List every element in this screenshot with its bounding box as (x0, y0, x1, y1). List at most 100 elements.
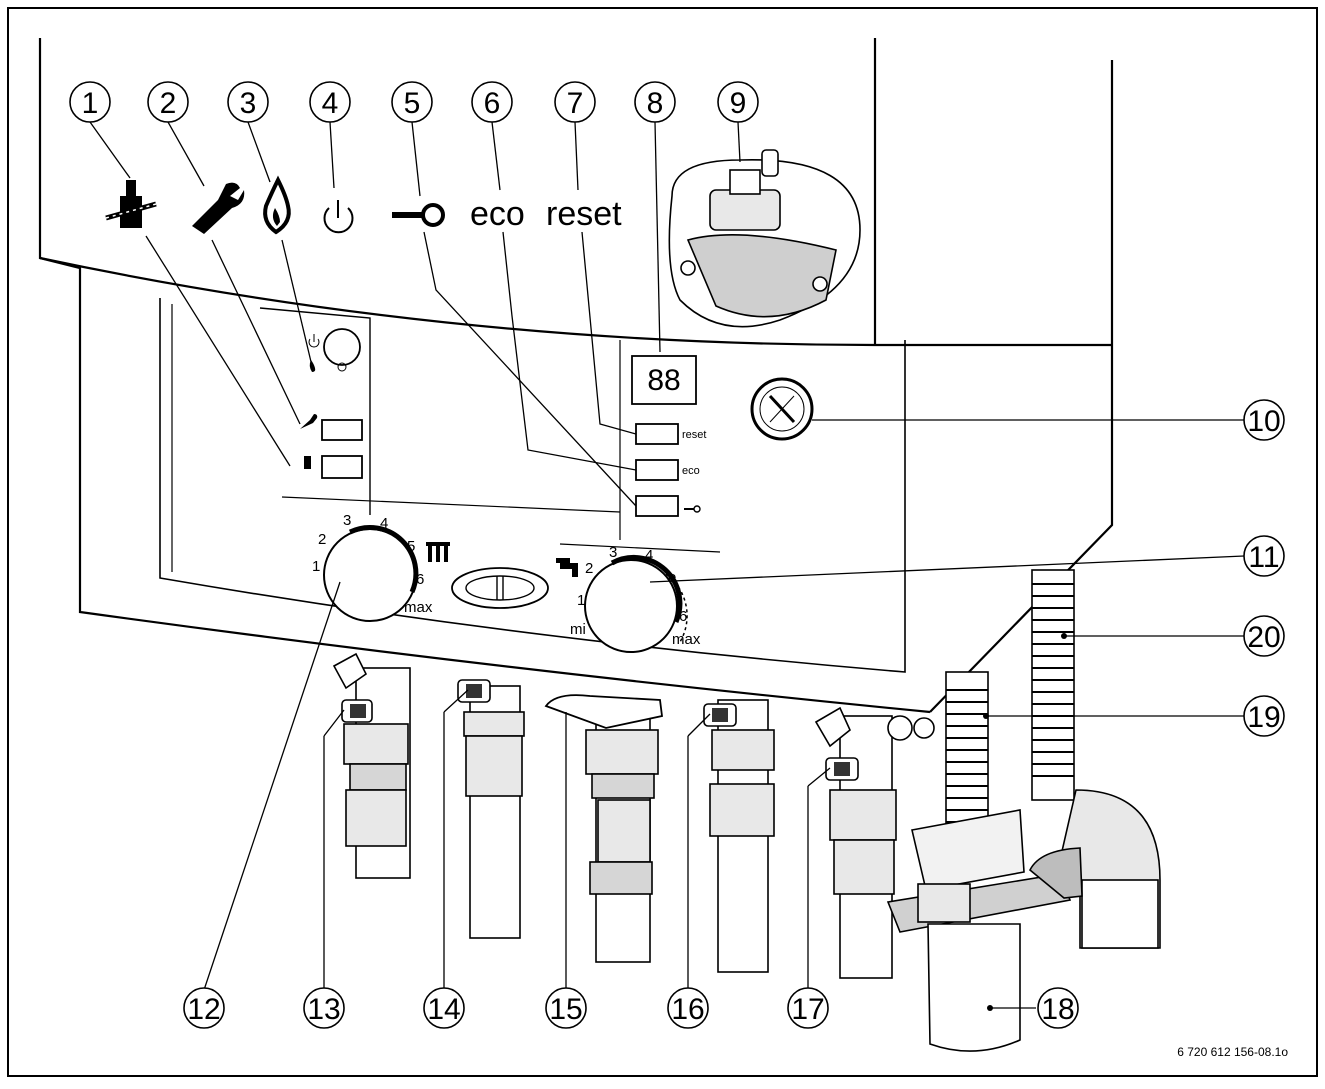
svg-text:17: 17 (791, 993, 824, 1026)
heating-tick-max: max (404, 599, 433, 616)
svg-text:9: 9 (730, 87, 747, 120)
key-icon-small (684, 505, 701, 513)
diagnostic-cover (451, 567, 549, 609)
heating-tick-5: 5 (407, 538, 415, 555)
heating-tick-3: 3 (343, 512, 351, 529)
tap-icon (556, 558, 578, 577)
water-tick-max: max (672, 631, 701, 648)
pipe-heating-return (814, 706, 897, 979)
water-tick-3: 3 (609, 544, 617, 561)
frame (7, 7, 1318, 1077)
valve-17[interactable] (825, 757, 859, 781)
water-tick-4: 4 (645, 547, 653, 564)
chimney-sweep-button[interactable] (321, 455, 363, 479)
wrench-icon-small (300, 414, 318, 429)
heating-tick-4: 4 (380, 515, 388, 532)
pressure-gauge-icon (750, 377, 814, 441)
callout-17: 17 (787, 987, 829, 1029)
svg-text:13: 13 (307, 993, 340, 1026)
water-tick-6: 6 (679, 608, 687, 625)
svg-text:2: 2 (160, 87, 177, 120)
svg-text:7: 7 (567, 87, 584, 120)
callout-15: 15 (545, 987, 587, 1029)
svg-text:16: 16 (671, 993, 704, 1026)
callout-6: 6 (471, 81, 513, 123)
reset-button[interactable] (635, 423, 679, 445)
callout-19-dot (983, 713, 989, 719)
service-button[interactable] (321, 419, 363, 441)
figure-code: 6 720 612 156-08.1o (1177, 1045, 1288, 1059)
siphon-elbow (887, 715, 1161, 949)
key-icon (392, 203, 445, 227)
valve-14[interactable] (457, 679, 491, 703)
callout-18-dot (987, 1005, 993, 1011)
callout-16: 16 (667, 987, 709, 1029)
callout-14: 14 (423, 987, 465, 1029)
burner-indicator-lamp (337, 362, 347, 372)
callout-9: 9 (717, 81, 759, 123)
eco-button[interactable] (635, 459, 679, 481)
callout-10: 10 (1243, 399, 1285, 441)
pipe-hot-water (463, 685, 525, 939)
callout-12: 12 (183, 987, 225, 1029)
gas-valve-handle[interactable] (544, 694, 663, 729)
valve-16[interactable] (703, 703, 737, 727)
water-tick-1: 1 (577, 592, 585, 609)
callout-1: 1 (69, 81, 111, 123)
pump-air-vent (668, 149, 861, 328)
reset-button-label: reset (682, 429, 706, 441)
svg-text:3: 3 (240, 87, 257, 120)
heating-tick-6: 6 (416, 571, 424, 588)
callout-5: 5 (391, 81, 433, 123)
hot-water-temperature-dial[interactable] (584, 554, 688, 653)
callout-18: 18 (1037, 987, 1079, 1029)
wrench-icon (192, 182, 245, 234)
chimney-sweep-icon (105, 180, 157, 228)
power-icon (323, 200, 354, 234)
svg-text:15: 15 (549, 993, 582, 1026)
pipe-heating-flow (332, 652, 411, 879)
callout-7: 7 (554, 81, 596, 123)
pipe-cold-water (709, 699, 775, 973)
callout-20: 20 (1243, 615, 1285, 657)
chimney-sweep-icon-small (304, 456, 311, 469)
siphon-18 (886, 809, 1083, 1052)
svg-text:19: 19 (1247, 701, 1280, 734)
reset-label: reset (546, 195, 622, 233)
boiler-casing (38, 38, 1114, 714)
svg-text:4: 4 (322, 87, 339, 120)
key-lock-button[interactable] (635, 495, 679, 517)
digital-display: 88 (647, 364, 680, 397)
water-tick-2: 2 (585, 560, 593, 577)
water-tick-min: mi (570, 621, 586, 638)
heating-tick-2: 2 (318, 531, 326, 548)
heating-temperature-dial[interactable] (323, 525, 419, 622)
flame-icon (263, 175, 291, 235)
svg-text:8: 8 (647, 87, 664, 120)
callout-3: 3 (227, 81, 269, 123)
svg-text:6: 6 (484, 87, 501, 120)
display-frame (631, 355, 697, 405)
callout-11: 11 (1243, 535, 1285, 577)
callout-2: 2 (147, 81, 189, 123)
callout-8: 8 (634, 81, 676, 123)
svg-text:12: 12 (187, 993, 220, 1026)
svg-text:1: 1 (82, 87, 99, 120)
callout-19: 19 (1243, 695, 1285, 737)
radiator-icon (426, 542, 450, 562)
svg-text:18: 18 (1041, 993, 1074, 1026)
valve-13[interactable] (341, 699, 373, 723)
svg-text:20: 20 (1247, 621, 1280, 654)
svg-text:10: 10 (1247, 405, 1280, 438)
pipe-gas (585, 711, 659, 963)
callout-4: 4 (309, 81, 351, 123)
eco-button-label: eco (682, 465, 700, 477)
svg-text:5: 5 (404, 87, 421, 120)
callout-20-dot (1061, 633, 1067, 639)
svg-text:14: 14 (427, 993, 460, 1026)
power-button[interactable] (323, 328, 361, 366)
power-icon-small (308, 334, 320, 348)
svg-text:11: 11 (1248, 541, 1279, 574)
